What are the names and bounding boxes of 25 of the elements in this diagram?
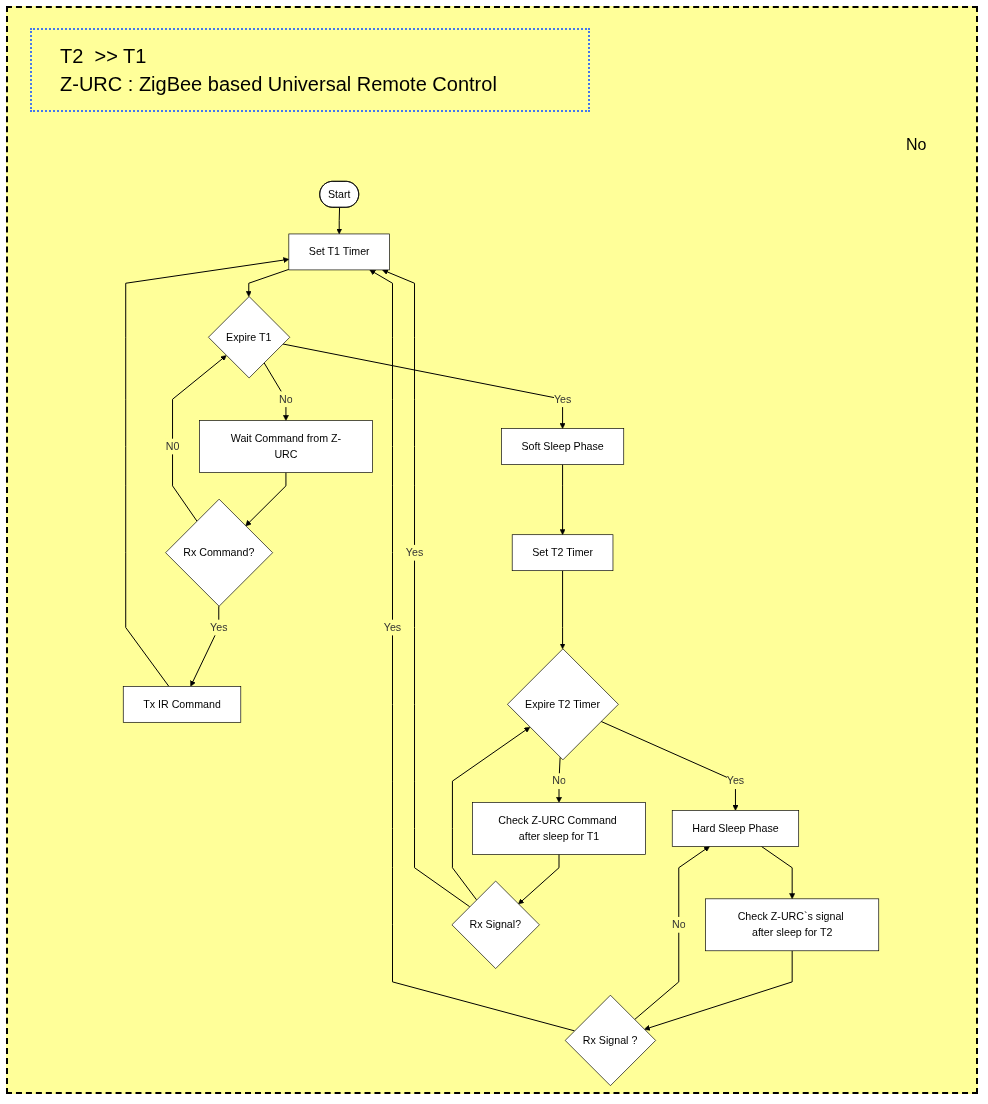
process-box: Check Z-URC`s signal after sleep for T2 <box>705 898 880 952</box>
edge-label: N0 <box>165 438 180 455</box>
decision-diamond: Rx Signal? <box>451 880 540 969</box>
note-text: T2 >> T1 <box>60 44 148 69</box>
process-box: Check Z-URC Command after sleep for T1 <box>472 802 646 855</box>
note-text: Z-URC : ZigBee based Universal Remote Control <box>60 72 498 97</box>
edge-label: Yes <box>383 619 402 636</box>
decision-diamond: Rx Command? <box>165 498 273 607</box>
terminal-node: Start <box>319 181 360 208</box>
process-box: Hard Sleep Phase <box>671 810 800 847</box>
edge-label: No <box>552 773 566 790</box>
process-box: Set T2 Timer <box>511 534 614 571</box>
edge-label: No <box>671 916 686 933</box>
process-box: Set T1 Timer <box>288 233 390 271</box>
edge-label: Yes <box>210 619 228 636</box>
note-text: No <box>906 136 927 154</box>
process-box: Soft Sleep Phase <box>501 428 625 465</box>
decision-diamond: Expire T1 <box>208 296 291 379</box>
edge-label: Yes <box>726 773 745 790</box>
edge-label: No <box>279 391 293 408</box>
decision-diamond: Expire T2 Timer <box>507 648 619 761</box>
edge-label: Yes <box>405 544 424 561</box>
process-box: Wait Command from Z-URC <box>199 420 373 473</box>
process-box: Tx IR Command <box>122 686 242 723</box>
decision-diamond: Rx Signal ? <box>564 994 656 1086</box>
